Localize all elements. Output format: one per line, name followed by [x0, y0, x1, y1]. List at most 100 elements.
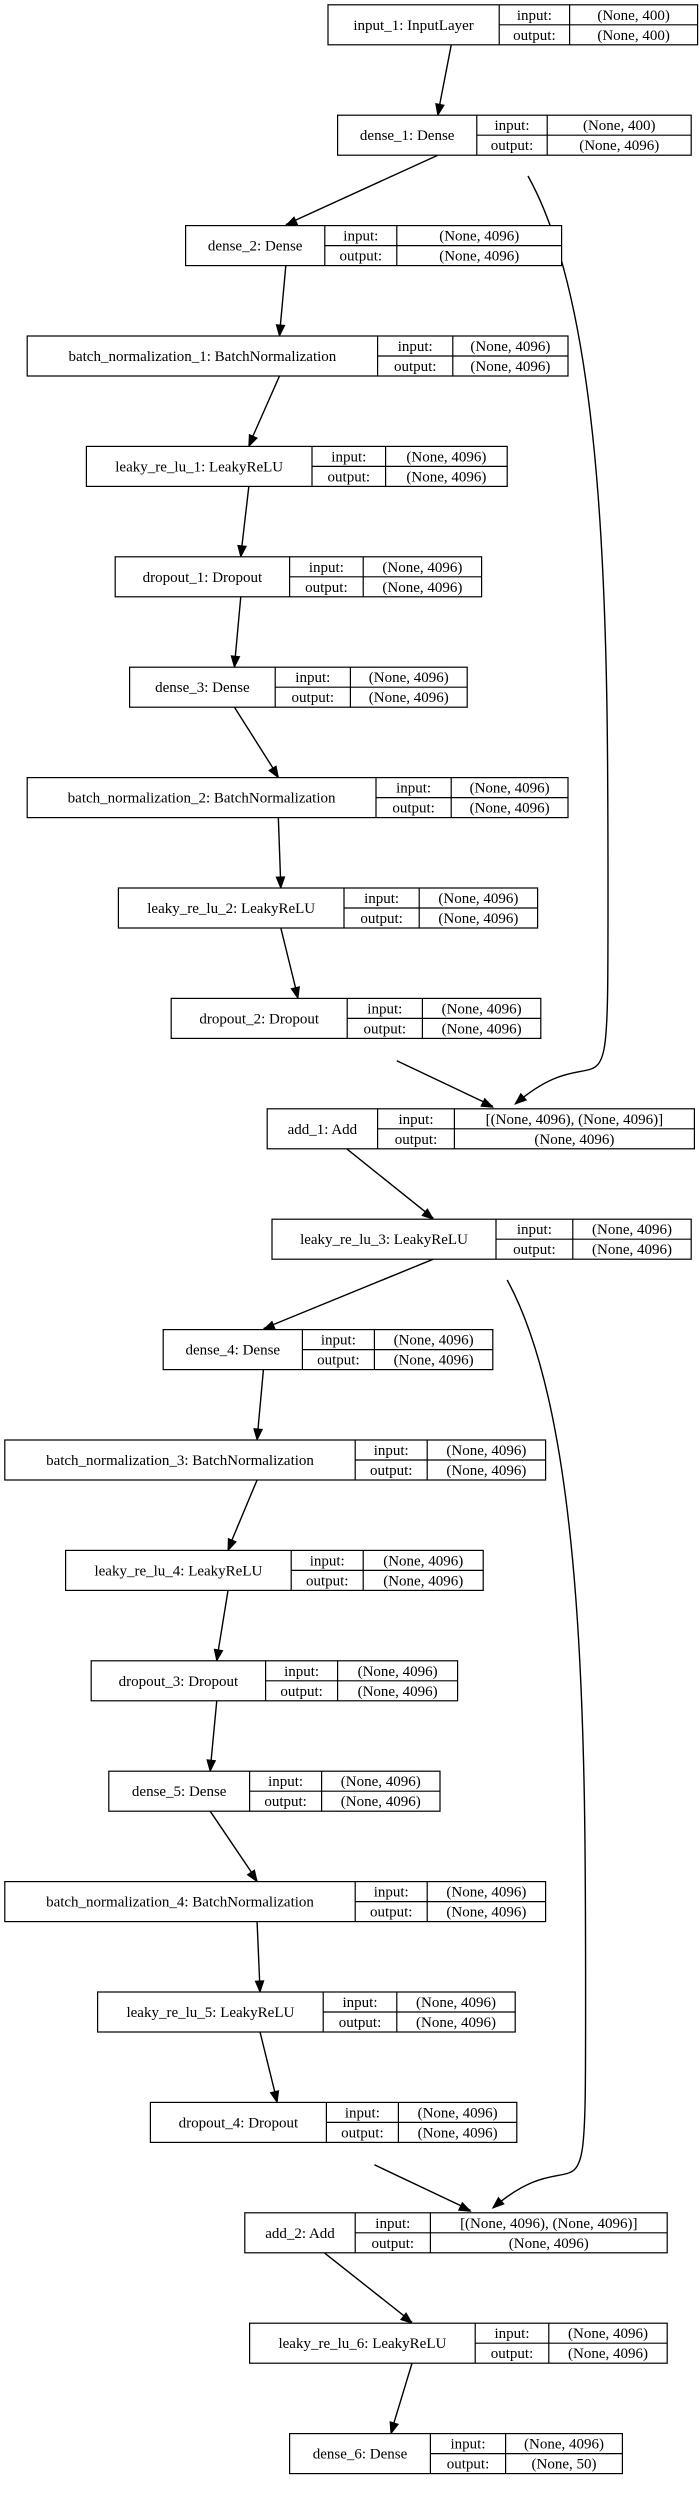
output-label: output:: [491, 2346, 534, 2362]
layer-node-dense-4: dense_4: Dense input: output: (None, 4096) (…: [162, 1328, 494, 1371]
layer-box: [249, 2322, 668, 2364]
input-label: input:: [374, 1885, 409, 1901]
layer-name: add_1: Add: [288, 1122, 358, 1138]
layer-name: input_1: InputLayer: [353, 18, 473, 34]
output-shape: (None, 4096): [439, 249, 519, 265]
output-label: output:: [341, 2125, 384, 2141]
edge-arrowhead-batch-normalization-2-to-leaky-re-lu-2: [275, 876, 286, 890]
layer-name: dense_2: Dense: [208, 239, 303, 255]
edge-arrowhead-dense-3-to-batch-normalization-2: [268, 765, 280, 779]
edge-batch-normalization-3-to-leaky-re-lu-4: [227, 1479, 258, 1550]
layer-name: batch_normalization_4: BatchNormalizatio…: [46, 1895, 314, 1911]
input-shape: (None, 4096): [416, 1995, 496, 2011]
output-label: output:: [317, 1353, 360, 1369]
output-shape: (None, 4096): [446, 1905, 526, 1921]
layer-name: leaky_re_lu_2: LeakyReLU: [147, 901, 315, 917]
edge-leaky-re-lu-3-to-dense-4: [263, 1258, 434, 1330]
output-shape: (None, 4096): [534, 1132, 614, 1148]
input-label: input:: [342, 1995, 377, 2011]
input-label: input:: [284, 1664, 319, 1680]
input-shape: (None, 4096): [442, 1001, 522, 1017]
edge-arrowhead-input-1-to-dense-1: [435, 102, 445, 117]
layer-node-leaky-re-lu-5: leaky_re_lu_5: LeakyReLUinput:output:(No…: [96, 1991, 516, 2033]
edge-arrowhead-leaky-re-lu-3-to-dense-4: [262, 1320, 276, 1331]
edge-dropout-4-to-add-2: [374, 2164, 471, 2211]
output-label: output:: [292, 690, 335, 706]
edge-batch-normalization-4-to-leaky-re-lu-5: [256, 1921, 261, 1992]
input-shape: (None, 4096): [446, 1885, 526, 1901]
layer-name: dense_4: Dense: [186, 1343, 281, 1359]
edge-arrowhead-batch-normalization-1-to-leaky-re-lu-1: [248, 433, 258, 448]
layer-node-batch-normalization-1: batch_normalization_1: BatchNormalizatio…: [26, 335, 569, 377]
edge-arrowhead-add-2-to-leaky-re-lu-6: [399, 2312, 414, 2325]
output-shape: (None, 4096): [592, 1242, 672, 1258]
input-shape: (None, 4096): [383, 1553, 463, 1569]
output-shape: (None, 4096): [470, 801, 550, 817]
layer-node-batch-normalization-4: batch_normalization_4: BatchNormalizatio…: [4, 1880, 547, 1923]
layer-node-leaky-re-lu-6: leaky_re_lu_6: LeakyReLUinput:output:(No…: [249, 2322, 668, 2364]
edge-batch-normalization-1-to-leaky-re-lu-1: [248, 375, 281, 446]
input-label: input:: [398, 1112, 433, 1128]
edge-arrowhead-leaky-re-lu-5-to-dropout-4: [269, 2090, 280, 2104]
input-label: input:: [398, 339, 433, 355]
output-shape: (None, 50): [532, 2457, 597, 2473]
edge-leaky-re-lu-5-to-dropout-4: [259, 2031, 278, 2102]
input-label: input:: [375, 2216, 410, 2232]
output-label: output:: [395, 1132, 438, 1148]
input-label: input:: [343, 229, 378, 245]
skip-edge-dense-1-to-add-1: [514, 175, 609, 1105]
input-label: input:: [321, 1333, 356, 1349]
output-shape: (None, 4096): [394, 1353, 474, 1369]
edge-dense-4-to-batch-normalization-3: [256, 1369, 265, 1440]
layer-name: batch_normalization_3: BatchNormalizatio…: [46, 1453, 314, 1469]
output-shape: (None, 4096): [358, 1684, 438, 1700]
input-shape: (None, 4096): [369, 670, 449, 686]
output-shape: (None, 4096): [446, 1463, 526, 1479]
edge-leaky-re-lu-1-to-dropout-1: [240, 486, 250, 556]
input-label: input:: [364, 891, 399, 907]
input-shape: (None, 4096): [358, 1664, 438, 1680]
output-label: output:: [305, 580, 348, 596]
input-shape: (None, 4096): [439, 229, 519, 245]
output-shape: (None, 4096): [341, 1794, 421, 1810]
layer-name: batch_normalization_1: BatchNormalizatio…: [68, 349, 336, 365]
output-label: output:: [513, 1242, 556, 1258]
input-shape: (None, 4096): [438, 891, 518, 907]
input-label: input:: [367, 1001, 402, 1017]
output-shape: (None, 4096): [568, 2346, 648, 2362]
output-label: output:: [372, 2236, 415, 2252]
edge-arrowhead-leaky-re-lu-2-to-dropout-2: [290, 986, 300, 1000]
layer-name: dense_1: Dense: [360, 128, 455, 144]
edge-arrowhead-add-1-to-leaky-re-lu-3: [421, 1208, 435, 1221]
output-shape: (None, 4096): [369, 690, 449, 706]
edge-arrowhead-dense-1-to-add-1: [514, 1092, 528, 1105]
input-shape: (None, 4096): [394, 1333, 474, 1349]
input-label: input:: [517, 1222, 552, 1238]
edge-arrowhead-leaky-re-lu-6-to-dense-6: [389, 2421, 399, 2435]
layer-name: dropout_3: Dropout: [119, 1674, 239, 1690]
output-label: output:: [306, 1573, 349, 1589]
layer-name: dropout_2: Dropout: [199, 1011, 319, 1027]
edge-arrowhead-dense-2-to-batch-normalization-1: [275, 324, 286, 338]
input-label: input:: [331, 449, 366, 465]
skip-edge-leaky-re-lu-3-to-add-2: [492, 1279, 587, 2209]
layer-name: leaky_re_lu_1: LeakyReLU: [115, 459, 283, 475]
layer-name: dropout_4: Dropout: [179, 2115, 299, 2131]
output-shape: (None, 4096): [416, 2015, 496, 2031]
input-shape: (None, 4096): [470, 781, 550, 797]
edge-arrowhead-dropout-4-to-add-2: [457, 2201, 472, 2212]
input-label: input:: [494, 118, 529, 134]
output-label: output:: [447, 2457, 490, 2473]
edge-leaky-re-lu-2-to-dropout-2: [280, 927, 299, 998]
input-label: input:: [517, 8, 552, 24]
output-label: output:: [370, 1463, 413, 1479]
layer-name: dense_6: Dense: [313, 2447, 408, 2463]
